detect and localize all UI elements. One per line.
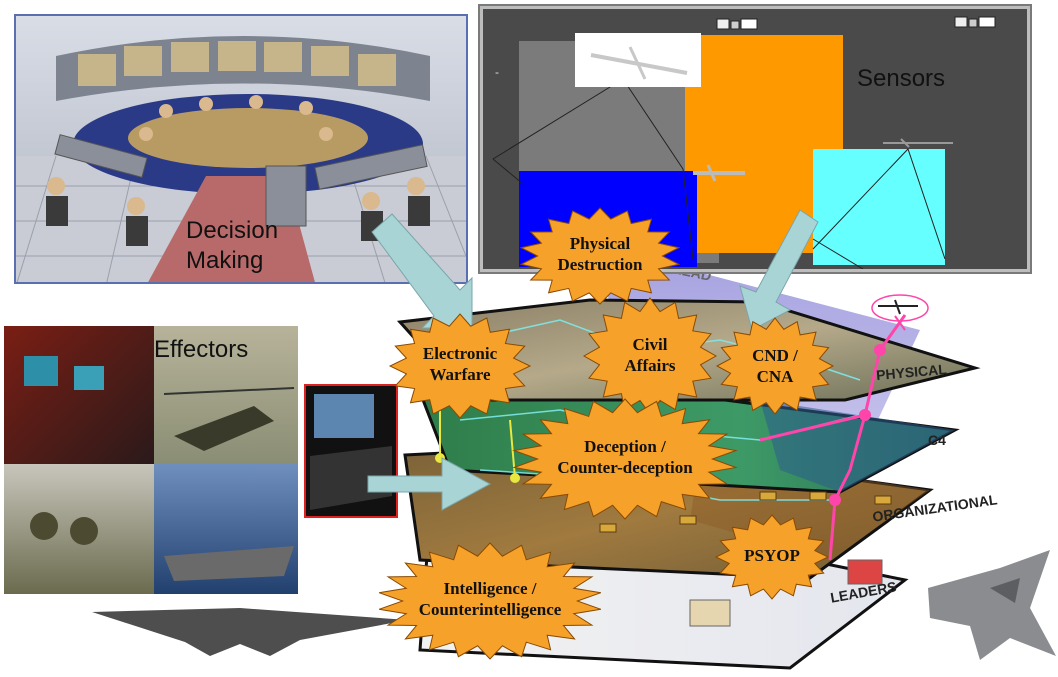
satellite-icon xyxy=(716,18,758,30)
decision-making-label: Decision Making xyxy=(186,217,279,274)
sensor-area-cyan xyxy=(813,149,945,265)
uav-photo xyxy=(575,33,701,87)
arrow-decision-to-stack xyxy=(371,213,473,329)
sensor-coverage-lines xyxy=(492,78,953,269)
stealth-bomber-image xyxy=(92,608,408,656)
laptop-image xyxy=(304,384,398,518)
command-center-illustration xyxy=(16,36,466,282)
burst-cnd-cna xyxy=(715,317,835,415)
burst-deception xyxy=(512,398,738,520)
burst-physical-destruction xyxy=(519,207,681,305)
burst-label-deception: Deception /Counter-deception xyxy=(557,437,693,477)
sensors-dash: - xyxy=(495,65,499,79)
effectors-shapes xyxy=(24,356,295,581)
burst-electronic-warfare xyxy=(388,313,532,419)
effectors-label: Effectors xyxy=(154,336,249,363)
arrow-sensors-to-stack xyxy=(739,209,819,331)
uav-icon xyxy=(878,299,918,315)
layer-label-c4: C4 xyxy=(928,432,946,448)
effectors-collage: Effectors xyxy=(4,326,298,594)
burst-psyop xyxy=(714,514,830,600)
burst-intelligence xyxy=(378,542,602,660)
fighter-jet-image xyxy=(928,550,1056,660)
burst-label-intelligence: Intelligence /Counterintelligence xyxy=(418,579,562,619)
burst-label-cnd-cna: CND /CNA xyxy=(752,346,798,386)
effectors-tile-cockpit xyxy=(4,326,154,464)
satellite-icon-2 xyxy=(954,16,996,28)
sensors-label: Sensors xyxy=(857,65,946,92)
arrow-effectors-to-stack xyxy=(367,457,492,511)
uav-ring xyxy=(871,294,929,322)
burst-label-psyop: PSYOP xyxy=(744,546,800,565)
